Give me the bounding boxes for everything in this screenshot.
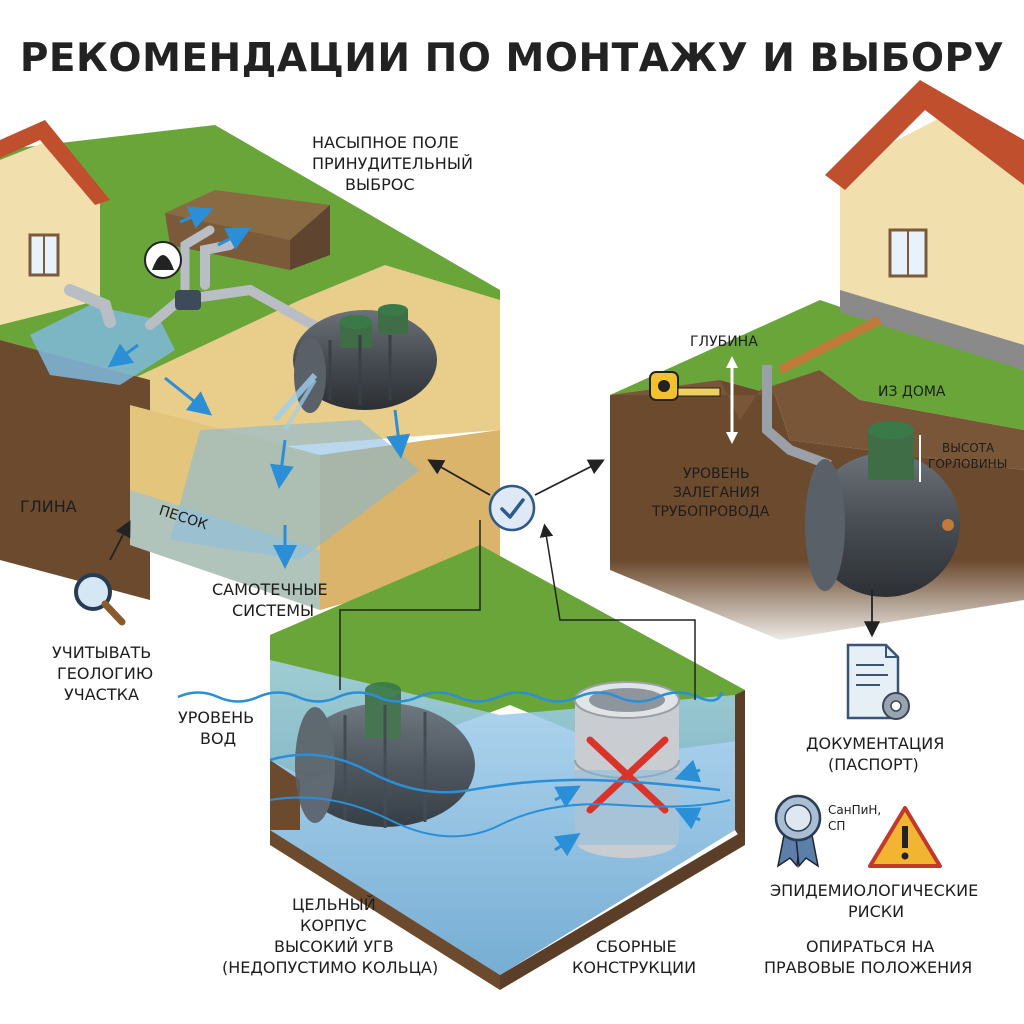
discharge-label: ВЫБРОС	[345, 175, 415, 194]
water-level-label-1: УРОВЕНЬ	[178, 708, 255, 727]
top-right-block	[600, 80, 1024, 650]
connector-arrows	[109, 459, 881, 638]
flow-arrows	[107, 206, 411, 569]
check-circle-icon	[488, 484, 536, 532]
pipe-level-label-3: ТРУБОПРОВОДА	[652, 504, 770, 520]
bottom-soil-left	[270, 830, 500, 990]
bottom-block	[177, 520, 745, 990]
bottom-soil-right	[500, 830, 745, 990]
epidemiological-label-2: РИСКИ	[848, 902, 905, 921]
solid-body-label-3: ВЫСОКИЙ УГВ	[274, 937, 394, 956]
sanpin-label-2: СП	[828, 819, 846, 833]
document-gear-icon	[846, 643, 910, 720]
neck-height-label-1: ВЫСОТА	[942, 441, 995, 455]
magnifier-icon	[74, 573, 126, 626]
warning-triangle-icon	[868, 806, 942, 868]
legal-label-2: ПРАВОВЫЕ ПОЛОЖЕНИЯ	[764, 958, 973, 977]
geology-label-2: ГЕОЛОГИЮ	[57, 664, 154, 683]
top-left-block	[0, 120, 500, 610]
house-right-roof	[825, 80, 1024, 190]
house-left-roof	[0, 120, 110, 205]
grass-surface-right	[610, 300, 1024, 430]
solid-body-label-2: КОРПУС	[300, 916, 367, 935]
pipe-level-label-2: ЗАЛЕГАНИЯ	[673, 485, 760, 501]
prefab-label-1: СБОРНЫЕ	[596, 937, 677, 956]
fill-field-label: НАСЫПНОЕ ПОЛЕ	[312, 133, 459, 152]
depth-label: ГЛУБИНА	[690, 334, 758, 350]
pump-unit	[175, 290, 201, 310]
inflow-arrows	[553, 759, 702, 857]
surface-puddle	[30, 305, 175, 385]
pipe-level-label-1: УРОВЕНЬ	[683, 466, 750, 482]
gravity-label-1: САМОТЕЧНЫЕ	[212, 580, 328, 599]
sanpin-label-1: СанПиН,	[828, 803, 882, 817]
documentation-label-1: ДОКУМЕНТАЦИЯ	[806, 734, 945, 753]
epidemiological-label-1: ЭПИДЕМИОЛОГИЧЕСКИЕ	[770, 881, 979, 900]
solid-body-label-1: ЦЕЛЬНЫЙ	[292, 895, 376, 914]
septic-tank-bottom	[295, 682, 475, 828]
air-vent-icon	[144, 241, 182, 279]
prefab-label-2: КОНСТРУКЦИИ	[572, 958, 697, 977]
documentation-label-2: (ПАСПОРТ)	[828, 755, 919, 774]
clay-label: ГЛИНА	[20, 497, 77, 516]
seal-ribbon-icon	[774, 794, 822, 868]
gravity-label-2: СИСТЕМЫ	[232, 601, 315, 620]
clay-face	[0, 340, 150, 600]
fill-field-top	[165, 190, 330, 240]
forced-discharge-label: ПРИНУДИТЕЛЬНЫЙ	[312, 154, 473, 173]
cross-mark-icon	[586, 736, 669, 814]
house-left-wall	[0, 140, 100, 325]
water-level-label-2: ВОД	[200, 729, 237, 748]
neck-height-label-2: ГОРЛОВИНЫ	[928, 457, 1008, 471]
geology-label-3: УЧАСТКА	[64, 685, 139, 704]
house-right-wall	[840, 110, 1024, 360]
tape-measure-icon	[649, 371, 721, 401]
solid-body-label-4: (НЕДОПУСТИМО КОЛЬЦА)	[222, 958, 439, 977]
page-title: РЕКОМЕНДАЦИИ ПО МОНТАЖУ И ВЫБОРУ	[19, 36, 1005, 81]
geology-label-1: УЧИТЫВАТЬ	[52, 643, 152, 662]
septic-tank-top-left	[293, 304, 437, 413]
from-house-label: ИЗ ДОМА	[878, 384, 946, 400]
water-level-line	[177, 691, 724, 703]
septic-tank-top-right	[805, 421, 960, 597]
legal-label-1: ОПИРАТЬСЯ НА	[806, 937, 935, 956]
